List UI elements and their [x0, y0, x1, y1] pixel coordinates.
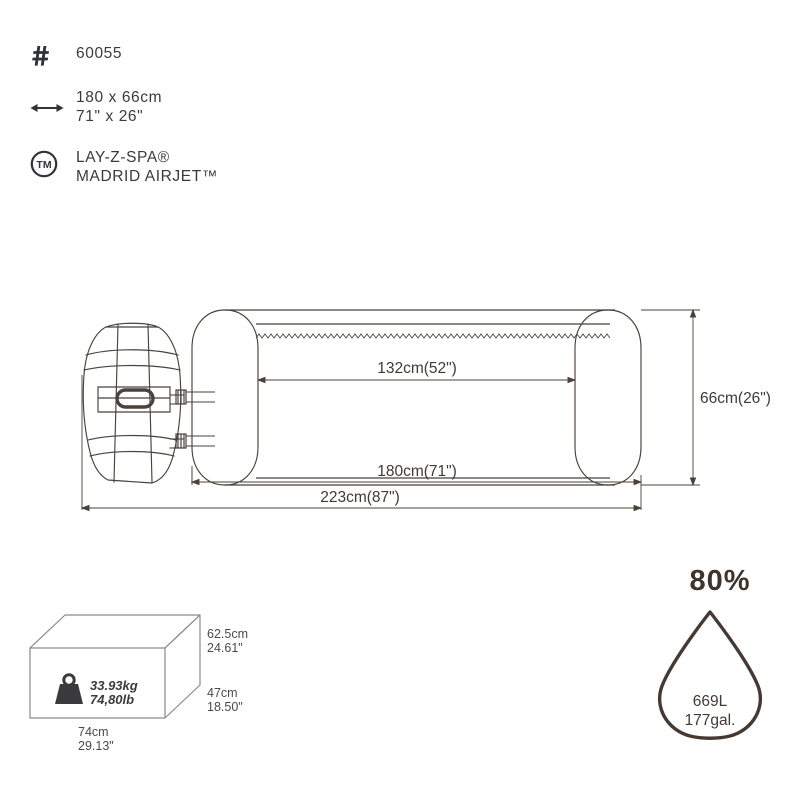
spa-dimension-drawing: 132cm(52") 180cm(7	[0, 270, 800, 540]
carton-width-in: 29.13"	[78, 739, 114, 753]
carton-weight-lb: 74,80lb	[90, 692, 134, 707]
spec-item-model: 60055	[30, 40, 330, 88]
dimension-depth-label: 66cm(26")	[700, 390, 771, 407]
spec-model-text: 60055	[76, 45, 123, 62]
water-volume-gallons: 177gal.	[685, 712, 736, 729]
water-volume-litres: 669L	[693, 693, 728, 710]
water-drop-icon	[657, 610, 763, 740]
fill-percent-label: 80%	[689, 565, 750, 597]
dimension-inner-width-label: 132cm(52")	[377, 360, 457, 377]
spec-item-size: 180 x 66cm 71" x 26"	[30, 88, 330, 146]
carton-dimension-drawing: 33.93kg 74,80lb 62.5cm 24.61" 47cm 18.50…	[20, 600, 270, 770]
carton-depth-cm: 47cm	[207, 686, 238, 700]
carton-height-in: 24.61"	[207, 641, 243, 655]
trademark-circle-icon: TM	[30, 146, 76, 178]
carton-height-cm: 62.5cm	[207, 627, 248, 641]
carton-weight-kg: 33.93kg	[90, 678, 138, 693]
water-capacity-indicator: 80% 669L 177gal.	[620, 550, 800, 760]
product-spec-list: 60055 180 x 66cm 71" x 26" TM	[30, 40, 330, 196]
spec-item-brand: TM LAY-Z-SPA® MADRID AIRJET™	[30, 146, 330, 196]
double-arrow-icon	[30, 88, 76, 116]
hash-icon	[30, 40, 76, 69]
spec-brand-text: LAY-Z-SPA® MADRID AIRJET™	[76, 149, 218, 185]
svg-text:TM: TM	[36, 159, 51, 171]
weight-icon	[55, 673, 83, 704]
spec-size-text: 180 x 66cm 71" x 26"	[76, 89, 163, 125]
dimension-total-width-label: 223cm(87")	[320, 489, 400, 506]
carton-depth-in: 18.50"	[207, 700, 243, 714]
dimension-spa-width-label: 180cm(71")	[377, 463, 457, 480]
carton-width-cm: 74cm	[78, 725, 109, 739]
